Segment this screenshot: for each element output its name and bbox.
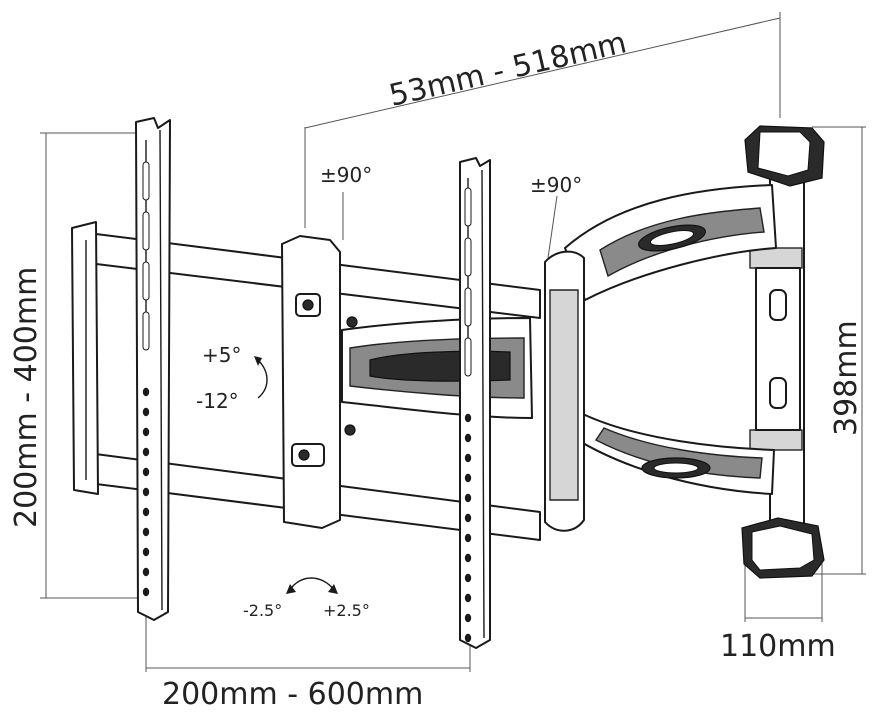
- vesa-holes-right: [464, 187, 472, 643]
- level-arrow-icon: [289, 577, 335, 591]
- swivel-left-label: ±90°: [320, 163, 372, 187]
- mounting-hole: [464, 433, 472, 443]
- level-arrowhead-left-icon: [286, 584, 296, 594]
- mounting-hole: [142, 527, 150, 537]
- mounting-hole: [464, 573, 472, 583]
- mounting-hole: [142, 467, 150, 477]
- tilt-up-label: +5°: [202, 343, 241, 367]
- mounting-hole: [142, 507, 150, 517]
- mounting-slot: [142, 261, 150, 301]
- mounting-hole: [464, 593, 472, 603]
- mounting-hole: [142, 587, 150, 597]
- vesa-arm-right: [459, 157, 491, 649]
- mounting-slot: [464, 237, 472, 277]
- mounting-hole: [142, 567, 150, 577]
- vesa-holes-left: [142, 161, 150, 597]
- swivel-right-label: ±90°: [530, 173, 582, 197]
- mounting-slot: [142, 311, 150, 351]
- mounting-hole: [464, 493, 472, 503]
- level-right-label: +2.5°: [323, 601, 370, 620]
- articulating-arm: [341, 184, 777, 532]
- mounting-hole: [464, 473, 472, 483]
- mounting-hole: [142, 447, 150, 457]
- mounting-hole: [464, 413, 472, 423]
- mounting-hole: [142, 407, 150, 417]
- mounting-hole: [142, 547, 150, 557]
- mounting-hole: [142, 427, 150, 437]
- tilt-down-label: -12°: [196, 389, 239, 413]
- mounting-hole: [464, 613, 472, 623]
- mounting-slot: [464, 337, 472, 377]
- wall-plate: [741, 125, 825, 579]
- mounting-slot: [464, 287, 472, 327]
- level-arrowhead-right-icon: [328, 584, 338, 594]
- tilt-arrowhead-icon: [254, 356, 262, 366]
- dimension-lines: [40, 12, 866, 672]
- mounting-hole: [464, 533, 472, 543]
- tilt-bracket: [281, 235, 358, 529]
- mounting-slot: [464, 187, 472, 227]
- mounting-hole: [464, 513, 472, 523]
- mounting-hole: [142, 487, 150, 497]
- arm-extension-label: 53mm - 518mm: [386, 25, 630, 114]
- tilt-arrow-icon: [257, 359, 268, 399]
- wall-plate-depth-label: 110mm: [720, 629, 836, 664]
- mounting-hole: [464, 453, 472, 463]
- mounting-hole: [464, 553, 472, 563]
- wall-plate-height-label: 398mm: [829, 320, 864, 436]
- mounting-hole: [142, 387, 150, 397]
- level-left-label: -2.5°: [243, 601, 282, 620]
- vesa-arm-left: [135, 117, 171, 621]
- vertical-vesa-label: 200mm - 400mm: [9, 267, 44, 528]
- mounting-slot: [142, 161, 150, 201]
- mounting-hole: [464, 633, 472, 643]
- horizontal-vesa-label: 200mm - 600mm: [162, 677, 423, 712]
- mounting-slot: [142, 211, 150, 251]
